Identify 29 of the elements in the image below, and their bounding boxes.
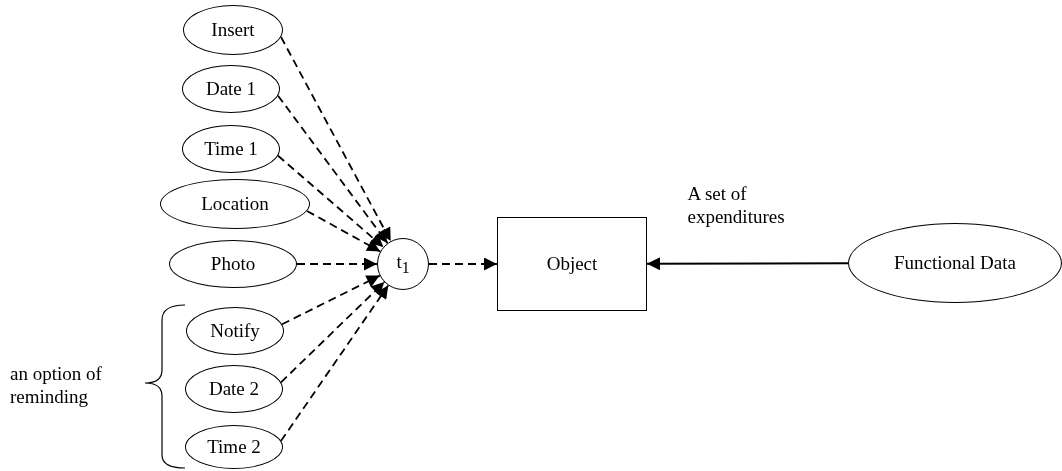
note-text: an option of reminding [10, 363, 103, 409]
arrow [296, 257, 378, 271]
arrow [306, 210, 382, 253]
arrow [646, 257, 849, 271]
node-label: t$_{1}$ [396, 251, 410, 277]
node-label: Time 1 [204, 138, 258, 160]
edge-label: A set of expenditures [687, 183, 786, 229]
arrow [277, 154, 385, 248]
arrow [428, 257, 498, 271]
arrow [280, 36, 392, 242]
circle-node [377, 238, 429, 290]
arrow [280, 284, 390, 442]
node-label: Object [546, 253, 598, 275]
arrow [281, 274, 381, 326]
node-label: Date 2 [208, 378, 260, 400]
node-label: Location [201, 193, 269, 215]
node-label: Functional Data [894, 252, 1016, 274]
ellipse-node [182, 65, 280, 113]
node-label: Photo [210, 253, 256, 275]
ellipse-node [183, 5, 283, 55]
node-label: Notify [210, 320, 260, 342]
process-box [497, 217, 647, 311]
arrow [277, 94, 389, 245]
node-label: Date 1 [205, 78, 257, 100]
node-label: Time 2 [207, 436, 261, 458]
ellipse-node [185, 425, 283, 469]
arrow [280, 281, 386, 384]
ellipse-node [160, 179, 310, 229]
node-label: Insert [211, 19, 255, 41]
